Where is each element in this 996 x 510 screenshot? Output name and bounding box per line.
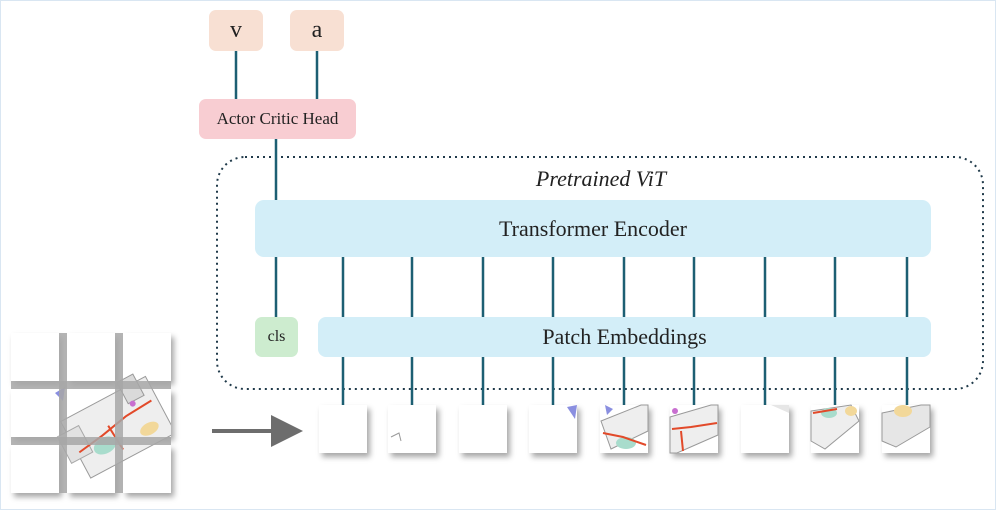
actor-critic-head-box <box>199 99 356 139</box>
patch-tile-4 <box>529 405 577 453</box>
pretrained-vit-label: Pretrained ViT <box>535 166 667 191</box>
patch-tile-7 <box>741 405 789 453</box>
patch-tile-1 <box>319 405 367 453</box>
action-output-box <box>290 10 344 51</box>
patch-tile-8 <box>810 404 860 453</box>
action-output-label: a <box>311 17 323 43</box>
patch-tiles <box>319 404 931 454</box>
patch-tile-3 <box>459 405 507 453</box>
patch-embeddings-label: Patch Embeddings <box>542 324 707 349</box>
transformer-encoder-box <box>255 200 931 257</box>
input-image-grid <box>11 333 171 493</box>
patch-embeddings-box <box>318 317 931 357</box>
value-output-box <box>209 10 263 51</box>
patch-tile-5 <box>600 404 649 453</box>
value-output-label: v <box>230 17 242 43</box>
transformer-encoder-label: Transformer Encoder <box>499 215 687 241</box>
cls-token-label: cls <box>267 328 286 345</box>
cls-token-box <box>255 317 298 357</box>
vit-dashed-border <box>216 156 984 390</box>
actor-critic-head-label: Actor Critic Head <box>216 109 339 128</box>
patch-tile-2 <box>388 405 436 453</box>
patch-tile-6 <box>669 404 719 454</box>
patch-tile-9 <box>881 404 931 453</box>
